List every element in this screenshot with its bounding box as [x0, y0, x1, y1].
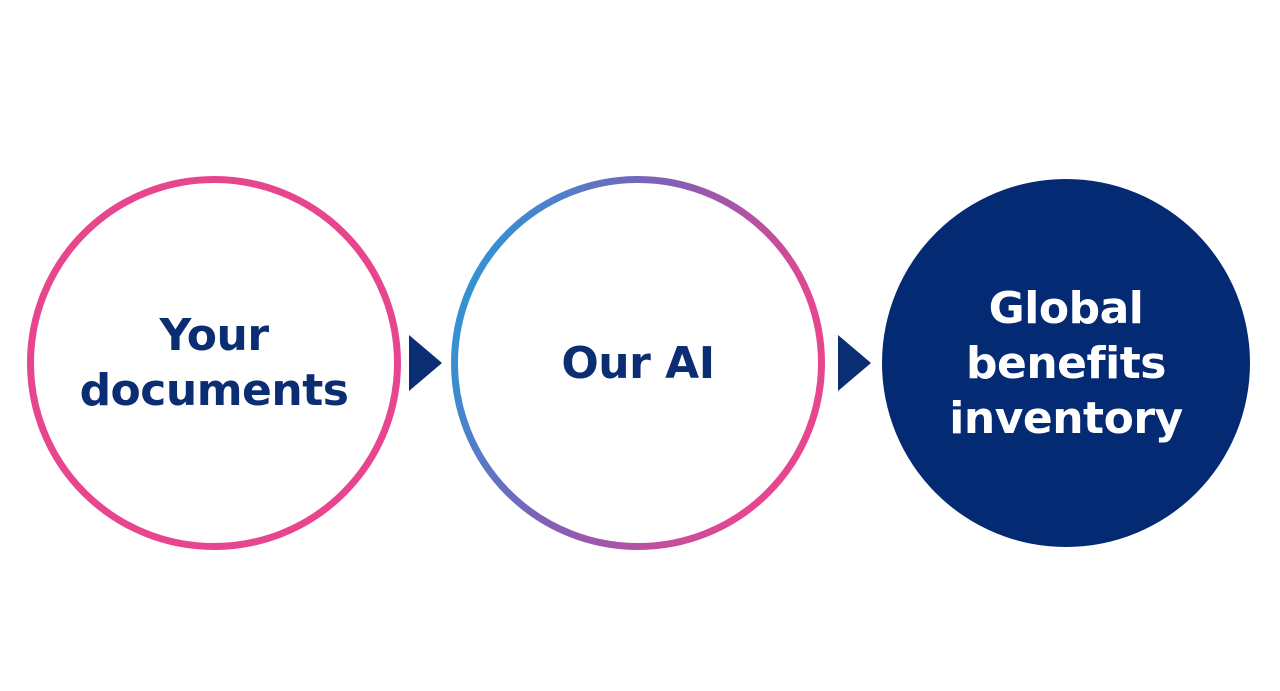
step-3-circle: Global benefits inventory — [882, 179, 1250, 547]
step-1-circle: Your documents — [27, 176, 401, 550]
step-1-label-line: Your — [159, 310, 269, 361]
step-1-label-line: documents — [79, 365, 349, 416]
gradient-ring — [451, 176, 825, 550]
step-2-circle: Our AI — [451, 176, 825, 550]
step-3-label-line: inventory — [949, 392, 1183, 444]
arrow-right-icon — [409, 335, 442, 391]
step-3-label: Global benefits inventory — [949, 281, 1183, 446]
step-3-label-line: Global — [988, 282, 1144, 334]
arrow-right-icon — [838, 335, 871, 391]
step-2-label: Our AI — [561, 336, 715, 391]
step-2-label-line: Our AI — [561, 337, 715, 389]
step-3-label-line: benefits — [966, 337, 1166, 389]
step-1-label: Your documents — [80, 308, 349, 418]
